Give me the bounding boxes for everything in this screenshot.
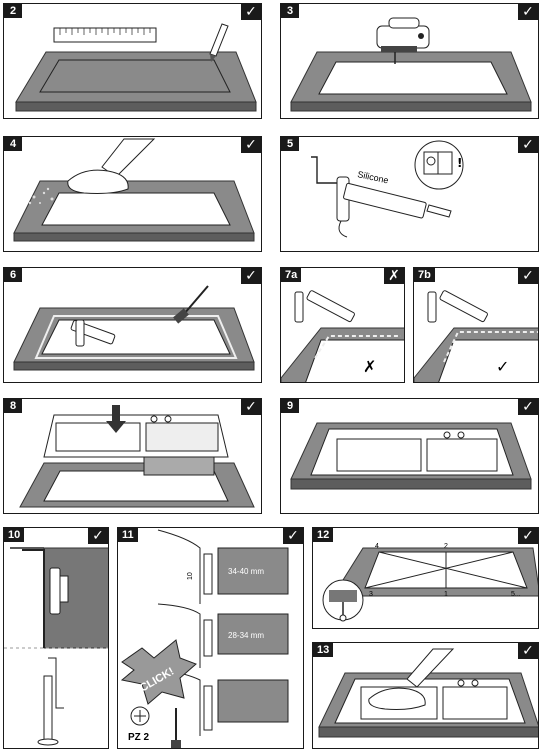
silicone-label: Silicone xyxy=(357,169,390,185)
checkmark-icon: ✓ xyxy=(283,528,303,544)
final-clean-illustration xyxy=(318,648,538,738)
checkmark-icon: ✓ xyxy=(518,268,538,284)
step-number: 5 xyxy=(281,137,299,151)
inset-checkmark-icon: ✓ xyxy=(496,357,509,376)
step-number: 7b xyxy=(414,268,435,282)
step-4-panel: 4 ✓ xyxy=(3,136,262,252)
checkmark-icon: ✓ xyxy=(518,399,538,415)
insert-sink-illustration xyxy=(19,405,255,508)
step-5-panel: 5 ✓ Silicone ! xyxy=(280,136,539,252)
step-number: 2 xyxy=(4,4,22,18)
step-number: 12 xyxy=(313,528,334,542)
checkmark-icon: ✓ xyxy=(241,4,261,20)
mounting-clip-illustration xyxy=(4,547,108,746)
step-number: 11 xyxy=(118,528,138,542)
click-burst-icon: CLICK! xyxy=(120,639,197,705)
checkmark-icon: ✓ xyxy=(518,137,538,153)
cross-icon: ✗ xyxy=(384,268,404,284)
step-12-panel: 12 ✓ 4 2 3 1 5... xyxy=(312,527,539,629)
instructions-reference-icon: ! xyxy=(414,140,464,190)
wipe-clean-illustration xyxy=(13,138,255,242)
corner-label-3: 3 xyxy=(369,591,373,598)
step-3-panel: 3 ✓ xyxy=(280,3,539,119)
step-2-panel: 2 ✓ xyxy=(3,3,262,119)
step-number: 13 xyxy=(313,643,334,657)
screw-icon xyxy=(37,657,64,746)
step-number: 10 xyxy=(4,528,25,542)
step-number: 6 xyxy=(4,268,22,282)
clip-fastening-illustration: 34-40 mm 28-34 mm 10 CLICK! PZ 2 xyxy=(120,529,289,748)
step-8-panel: 8 ✓ xyxy=(3,398,262,514)
caulking-gun-icon xyxy=(311,156,452,238)
silicone-gun-icon xyxy=(70,319,116,347)
tightening-sequence-illustration: 4 2 3 1 5... xyxy=(322,543,538,622)
step-9-panel: 9 ✓ xyxy=(280,398,539,514)
checkmark-icon: ✓ xyxy=(241,399,261,415)
step-number: 4 xyxy=(4,137,22,151)
corner-label-4: 4 xyxy=(375,543,379,550)
clip-detail-icon xyxy=(322,579,364,622)
checkmark-icon: ✓ xyxy=(518,643,538,659)
jigsaw-icon xyxy=(376,17,430,64)
step-7b-panel: 7b ✓ ✓ xyxy=(413,267,539,383)
sink-installed-illustration xyxy=(290,422,532,490)
marking-cutout-illustration xyxy=(15,23,257,112)
clip-icon xyxy=(49,567,69,615)
hand-with-cloth-icon xyxy=(67,138,156,194)
checkmark-icon: ✓ xyxy=(518,528,538,544)
step-6-panel: 6 ✓ xyxy=(3,267,262,383)
correct-application-illustration: ✓ xyxy=(414,290,538,382)
step-number: 3 xyxy=(281,4,299,18)
wrong-application-illustration: ✗ xyxy=(281,290,404,382)
driver-label: PZ 2 xyxy=(128,732,150,743)
dimension-label: 10 xyxy=(187,572,194,580)
jigsaw-cutting-illustration xyxy=(290,17,532,112)
inset-cross-icon: ✗ xyxy=(363,357,376,376)
checkmark-icon: ✓ xyxy=(241,137,261,153)
brush-icon xyxy=(173,285,209,324)
screwdriver-icon xyxy=(130,706,181,748)
apply-silicone-illustration xyxy=(13,285,255,371)
step-13-panel: 13 ✓ xyxy=(312,642,539,749)
down-arrow-icon xyxy=(106,405,126,433)
svg-text:!: ! xyxy=(457,156,462,170)
checkmark-icon: ✓ xyxy=(241,268,261,284)
step-7a-panel: 7a ✗ ✗ xyxy=(280,267,405,383)
step-number: 9 xyxy=(281,399,299,413)
thickness-label-b: 28-34 mm xyxy=(228,631,264,640)
step-number: 7a xyxy=(281,268,302,282)
corner-label-1: 1 xyxy=(444,591,448,598)
hand-with-cloth-icon xyxy=(368,648,455,710)
thickness-label-a: 34-40 mm xyxy=(228,567,264,576)
ruler-icon xyxy=(53,27,157,43)
silicone-gun-illustration: Silicone ! xyxy=(311,140,464,238)
step-11-panel: 11 ✓ 34-40 mm 28-34 mm 10 CLICK! PZ 2 xyxy=(117,527,304,749)
corner-label-2: 2 xyxy=(444,543,448,550)
checkmark-icon: ✓ xyxy=(88,528,108,544)
corner-label-5: 5... xyxy=(511,591,521,598)
checkmark-icon: ✓ xyxy=(518,4,538,20)
step-number: 8 xyxy=(4,399,22,413)
pencil-icon xyxy=(209,23,229,62)
step-10-panel: 10 ✓ xyxy=(3,527,109,749)
